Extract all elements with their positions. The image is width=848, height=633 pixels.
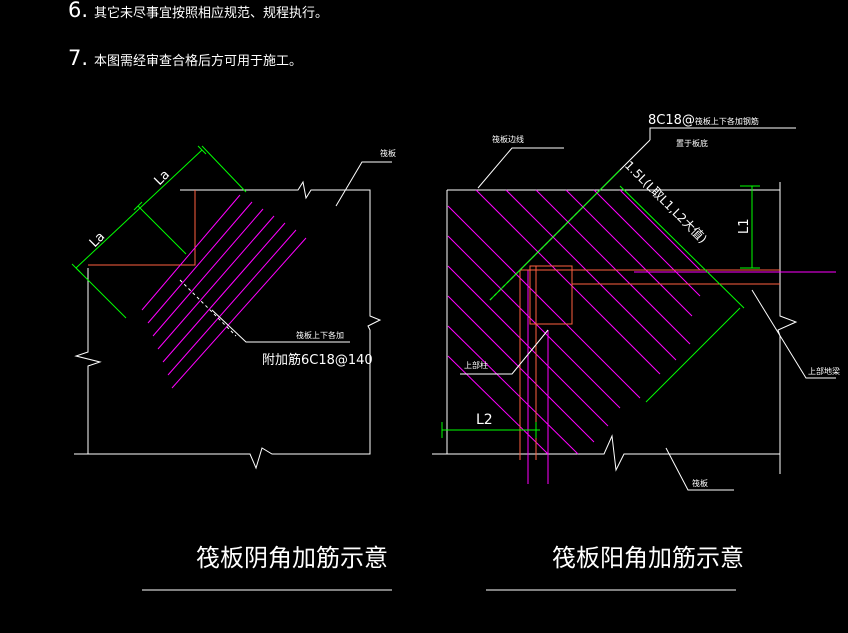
left-corner-orange bbox=[88, 190, 196, 266]
left-rebar-axis bbox=[179, 279, 237, 337]
left-slab-outline bbox=[74, 180, 382, 470]
left-dimensions bbox=[71, 145, 247, 319]
note-7-number: 7. bbox=[68, 46, 89, 70]
right-column-orange bbox=[519, 265, 780, 460]
note-6-number: 6. bbox=[68, 0, 89, 22]
left-slab-left-edge bbox=[74, 268, 102, 454]
note-7: 7. 本图需经审查合格后方可用于施工。 bbox=[68, 46, 302, 70]
right-slab-outline bbox=[446, 190, 780, 472]
right-leader-edge bbox=[477, 147, 564, 189]
right-diagram-title: 筏板阳角加筋示意 bbox=[552, 544, 744, 572]
right-label-column: 上部柱 bbox=[464, 360, 488, 370]
right-label-rebar: 8C18@筏板上下各加钢筋 bbox=[648, 113, 759, 128]
left-inner-corner-diagram bbox=[71, 145, 392, 470]
right-slab-right-edge bbox=[777, 182, 798, 474]
right-label-slab: 筏板 bbox=[692, 478, 708, 488]
right-dim-l1: L1 bbox=[737, 218, 752, 234]
right-dim-l2: L2 bbox=[476, 412, 493, 428]
note-7-text: 本图需经审查合格后方可用于施工。 bbox=[94, 54, 303, 69]
right-outer-corner-diagram bbox=[432, 127, 836, 491]
left-leader-top bbox=[335, 161, 392, 207]
right-leader-rebar bbox=[649, 127, 796, 140]
left-label-rebar-pos: 筏板上下各加 bbox=[296, 330, 344, 340]
left-dim-la-lower: La bbox=[87, 229, 108, 250]
right-label-length: 1.5L(L取L1,L2大值) bbox=[622, 158, 711, 247]
right-label-edge: 筏板边线 bbox=[492, 134, 524, 144]
right-leader-beam bbox=[751, 289, 836, 379]
right-leader-column bbox=[460, 329, 549, 375]
right-label-rebar-line2: 置于板底 bbox=[676, 138, 708, 148]
note-6-text: 其它未尽事宜按照相应规范、规程执行。 bbox=[94, 6, 329, 21]
note-6: 6. 其它未尽事宜按照相应规范、规程执行。 bbox=[68, 0, 328, 22]
right-dimensions bbox=[441, 169, 760, 438]
left-label-rebar: 附加筋6C18@140 bbox=[262, 352, 373, 368]
left-rebar-group bbox=[141, 194, 307, 389]
left-diagram-title: 筏板阴角加筋示意 bbox=[196, 544, 388, 572]
left-label-slab: 筏板 bbox=[380, 148, 396, 158]
right-label-beam: 上部地梁 bbox=[808, 366, 840, 376]
right-leader-slab bbox=[665, 447, 734, 491]
left-dim-la-upper: La bbox=[152, 167, 173, 188]
